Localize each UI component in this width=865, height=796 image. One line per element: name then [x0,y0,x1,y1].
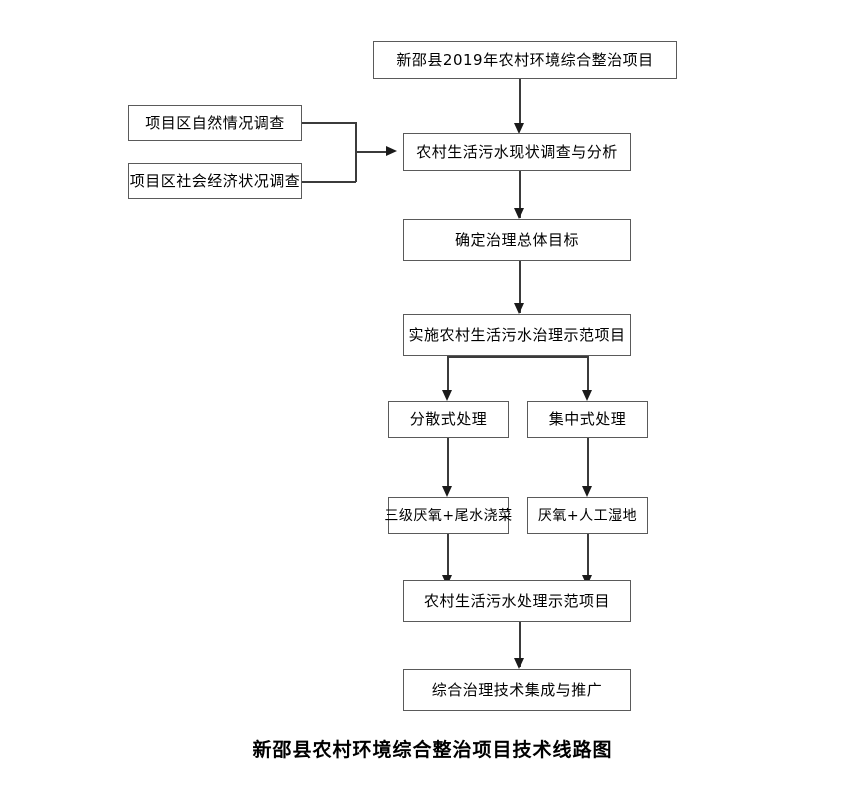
node-natural-survey: 项目区自然情况调查 [128,105,302,141]
connector-demo-to-decentralized [447,356,449,393]
connector-title-to-status [519,79,521,126]
node-wastewater-status-analysis: 农村生活污水现状调查与分析 [403,133,631,171]
node-treatment-demo-project: 农村生活污水处理示范项目 [403,580,631,622]
node-overall-goal-label: 确定治理总体目标 [454,230,579,249]
node-project-title-label: 新邵县2019年农村环境综合整治项目 [396,50,654,69]
arrowhead-status-to-goal [514,208,524,219]
node-demo-project-implementation-label: 实施农村生活污水治理示范项目 [408,325,626,344]
node-anaerobic-wetland: 厌氧+人工湿地 [527,497,648,534]
node-treatment-demo-project-label: 农村生活污水处理示范项目 [423,591,610,610]
node-integration-promotion: 综合治理技术集成与推广 [403,669,631,711]
arrowhead-title-to-status [514,123,524,134]
node-decentralized-treatment-label: 分散式处理 [409,410,488,428]
node-centralized-treatment: 集中式处理 [527,401,648,438]
node-three-stage-anaerobic: 三级厌氧+尾水浇菜 [384,497,512,534]
arrowhead-survey-to-status [386,146,397,156]
node-project-title: 新邵县2019年农村环境综合整治项目 [373,41,677,79]
node-overall-goal: 确定治理总体目标 [403,219,631,261]
connector-status-to-goal [519,171,521,218]
connector-wetland-to-treatment-demo [587,534,589,579]
node-integration-promotion-label: 综合治理技术集成与推广 [431,680,603,699]
connector-decentralized-to-anaerobic [447,438,449,490]
node-natural-survey-label: 项目区自然情况调查 [145,113,285,132]
connector-natural-survey-out [302,122,356,124]
connector-goal-to-demo [519,261,521,313]
node-demo-project-implementation: 实施农村生活污水治理示范项目 [403,314,631,356]
node-centralized-treatment-label: 集中式处理 [548,410,627,428]
connector-survey-to-status [355,151,388,153]
arrowhead-treatment-demo-to-integration [514,658,524,669]
node-wastewater-status-analysis-label: 农村生活污水现状调查与分析 [416,142,618,161]
connector-socioeconomic-survey-out [302,181,356,183]
node-anaerobic-wetland-label: 厌氧+人工湿地 [537,507,638,524]
connector-treatment-demo-to-integration [519,622,521,667]
node-three-stage-anaerobic-label: 三级厌氧+尾水浇菜 [384,507,513,524]
connector-demo-split-bar [447,356,588,358]
arrowhead-centralized-to-wetland [582,486,592,497]
arrowhead-demo-to-centralized [582,390,592,401]
figure-caption: 新邵县农村环境综合整治项目技术线路图 [0,735,865,762]
arrowhead-demo-to-decentralized [442,390,452,401]
figure-caption-text: 新邵县农村环境综合整治项目技术线路图 [252,739,613,761]
connector-centralized-to-wetland [587,438,589,490]
arrowhead-decentralized-to-anaerobic [442,486,452,497]
node-decentralized-treatment: 分散式处理 [388,401,509,438]
connector-anaerobic-to-treatment-demo [447,534,449,579]
node-socioeconomic-survey-label: 项目区社会经济状况调查 [129,171,301,190]
arrowhead-goal-to-demo [514,303,524,314]
connector-demo-to-centralized [587,356,589,393]
node-socioeconomic-survey: 项目区社会经济状况调查 [128,163,302,199]
